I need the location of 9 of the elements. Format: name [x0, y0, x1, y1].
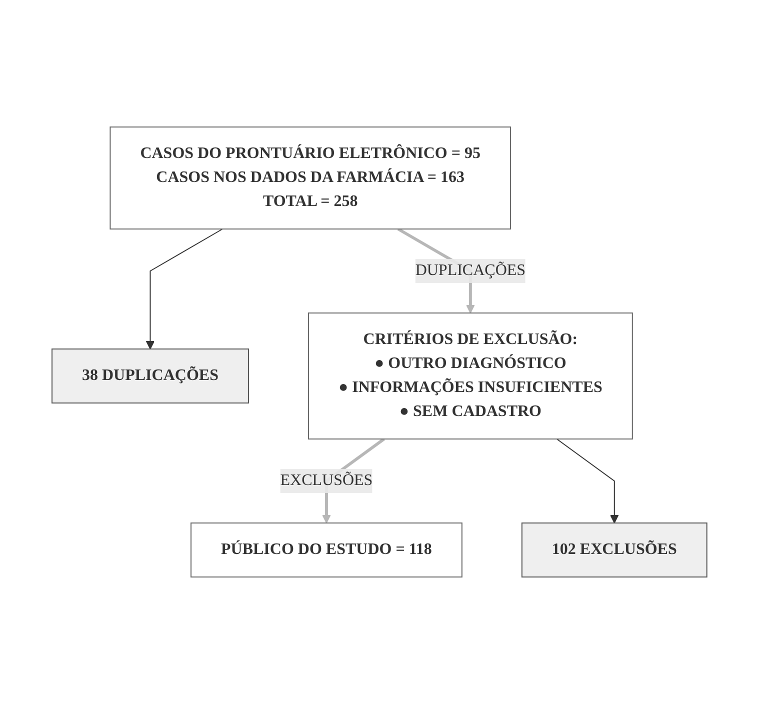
node-box: CASOS DO PRONTUÁRIO ELETRÔNICO = 95 CASOS NOS DADOS DA FARMÁCIA = 163 TOTAL = 258 [109, 126, 511, 230]
node-box: 102 EXCLUSÕES [521, 522, 707, 578]
edge-label: EXCLUSÕES [280, 472, 372, 489]
node-box: CRITÉRIOS DE EXCLUSÃO: ● OUTRO DIAGNÓSTICO ● INFORMAÇÕES INSUFICIENTES ● SEM CADASTRO [308, 312, 632, 440]
edge-label: DUPLICAÇÕES [414, 262, 526, 279]
arrow [145, 228, 223, 350]
arrow [556, 438, 618, 524]
node-box: 38 DUPLICAÇÕES [51, 348, 249, 404]
node-box: PÚBLICO DO ESTUDO = 118 [190, 522, 462, 578]
